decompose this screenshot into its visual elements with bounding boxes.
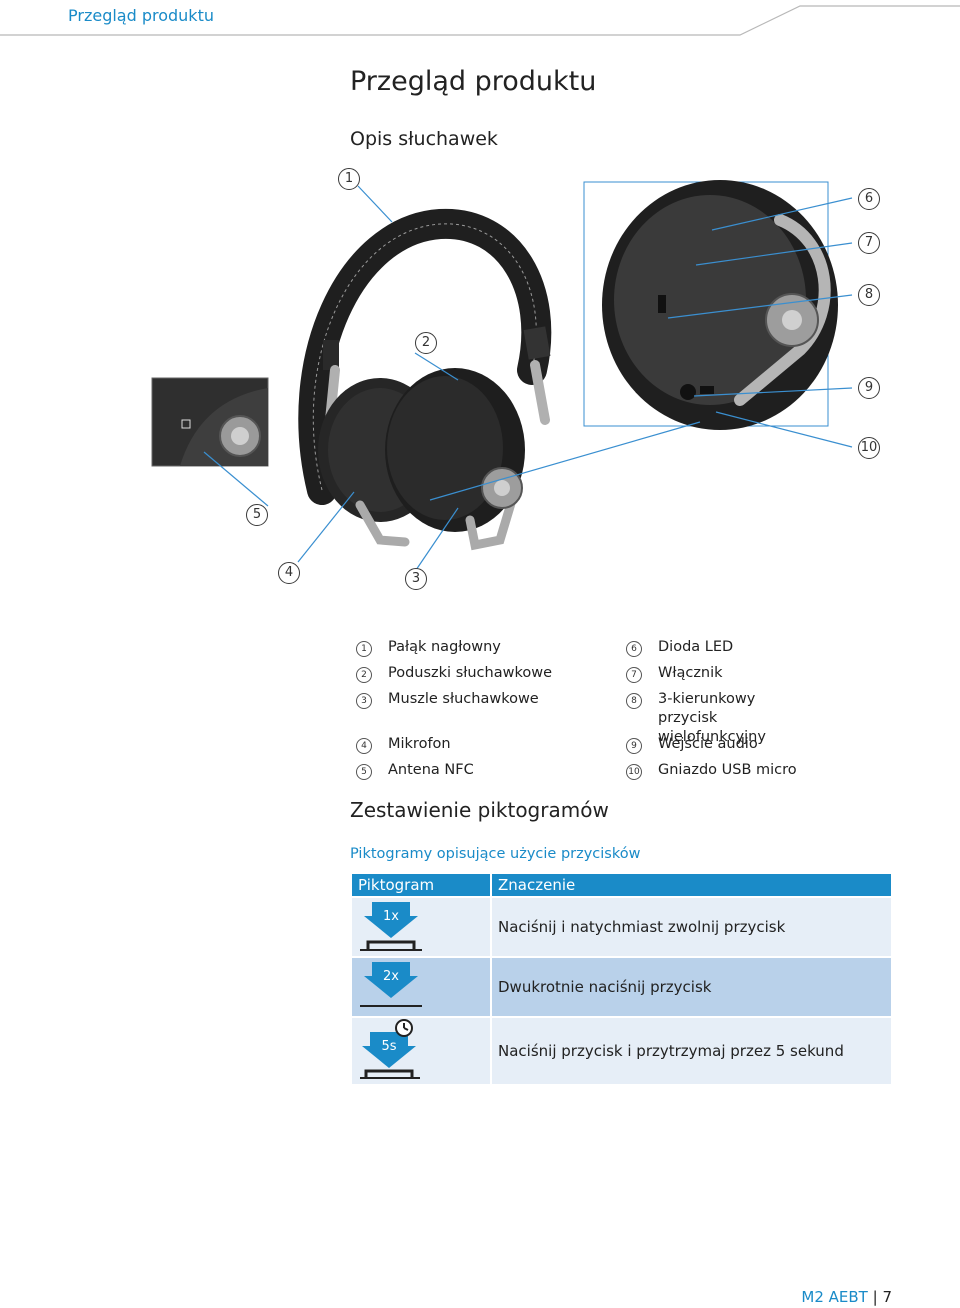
callout-9: 9: [858, 377, 880, 399]
press-hold-label: 5s: [381, 1039, 396, 1054]
press-hold-icon: 5s: [360, 1019, 420, 1079]
callout-2: 2: [415, 332, 437, 354]
pictogram-cell: 1x: [352, 896, 492, 957]
legend-number: 3: [356, 693, 372, 709]
legend-number: 4: [356, 738, 372, 754]
legend-item: 7 Włącznik: [626, 664, 723, 683]
running-header: Przegląd produktu: [0, 0, 960, 40]
legend-number: 8: [626, 693, 642, 709]
legend-item: 9 Wejście audio: [626, 735, 758, 754]
pictograms-title: Zestawienie piktogramów: [350, 798, 609, 822]
meaning-cell: Naciśnij przycisk i przytrzymaj przez 5 …: [491, 1016, 891, 1084]
press-once-icon: 1x: [360, 902, 422, 951]
page-title: Przegląd produktu: [350, 66, 597, 97]
callout-6: 6: [858, 188, 880, 210]
legend-item: 3 Muszle słuchawkowe: [356, 690, 539, 709]
legend-label: Poduszki słuchawkowe: [388, 665, 552, 681]
legend-item: 8 3-kierunkowy przycisk wielofunkcyjny: [626, 690, 816, 747]
legend-label: Wejście audio: [658, 736, 758, 752]
table-row: 2x Dwukrotnie naciśnij przycisk: [352, 956, 891, 1017]
legend-item: 2 Poduszki słuchawkowe: [356, 664, 552, 683]
header-rule: [0, 5, 960, 36]
callout-8: 8: [858, 284, 880, 306]
legend-label: Włącznik: [658, 665, 723, 681]
legend-number: 5: [356, 764, 372, 780]
pictogram-cell: 5s: [352, 1016, 492, 1084]
legend-number: 2: [356, 667, 372, 683]
legend-label: Dioda LED: [658, 639, 734, 655]
meaning-cell: Dwukrotnie naciśnij przycisk: [491, 956, 891, 1017]
headphones-figure: 1 2 3 4 5 6 7 8 9 10: [140, 160, 940, 600]
table-header-meaning: Znaczenie: [491, 874, 891, 897]
page-footer: M2 AEBT | 7: [801, 1288, 892, 1306]
legend-number: 6: [626, 641, 642, 657]
press-twice-icon: 2x: [360, 962, 422, 1007]
page-number: 7: [882, 1288, 892, 1306]
footer-divider: |: [872, 1288, 878, 1306]
headphones-illustration: [151, 180, 853, 571]
running-header-title: Przegląd produktu: [68, 6, 214, 25]
section-title: Opis słuchawek: [350, 128, 498, 150]
legend-number: 9: [626, 738, 642, 754]
legend-item: 10 Gniazdo USB micro: [626, 761, 797, 780]
legend-number: 1: [356, 641, 372, 657]
legend-item: 1 Pałąk nagłowny: [356, 638, 501, 657]
legend-item: 4 Mikrofon: [356, 735, 451, 754]
legend-label: Antena NFC: [388, 762, 474, 778]
table-header-pictogram: Piktogram: [352, 874, 492, 897]
legend-label: Gniazdo USB micro: [658, 762, 797, 778]
pictogram-table: Piktogram Znaczenie 1x Naciśnij i natych…: [352, 874, 891, 1084]
footer-product: M2 AEBT: [801, 1288, 868, 1306]
callout-4: 4: [278, 562, 300, 584]
pictogram-cell: 2x: [352, 956, 492, 1017]
callout-5: 5: [246, 504, 268, 526]
callout-7: 7: [858, 232, 880, 254]
legend-item: 6 Dioda LED: [626, 638, 733, 657]
meaning-cell: Naciśnij i natychmiast zwolnij przycisk: [491, 896, 891, 957]
callout-1: 1: [338, 168, 360, 190]
table-row: 1x Naciśnij i natychmiast zwolnij przyci…: [352, 896, 891, 957]
legend-item: 5 Antena NFC: [356, 761, 474, 780]
press-twice-label: 2x: [383, 969, 399, 984]
press-once-label: 1x: [383, 909, 399, 924]
legend-label: Pałąk nagłowny: [388, 639, 501, 655]
pictograms-subtitle: Piktogramy opisujące użycie przycisków: [350, 846, 641, 862]
legend-label: 3-kierunkowy przycisk wielofunkcyjny: [658, 691, 766, 745]
callout-3: 3: [405, 568, 427, 590]
callout-10: 10: [858, 437, 880, 459]
legend-number: 10: [626, 764, 642, 780]
legend-label: Mikrofon: [388, 736, 451, 752]
legend-label: Muszle słuchawkowe: [388, 691, 539, 707]
table-row: 5s Naciśnij przycisk i przytrzymaj przez…: [352, 1016, 891, 1084]
parts-legend: 1 Pałąk nagłowny 2 Poduszki słuchawkowe …: [350, 636, 910, 786]
legend-number: 7: [626, 667, 642, 683]
